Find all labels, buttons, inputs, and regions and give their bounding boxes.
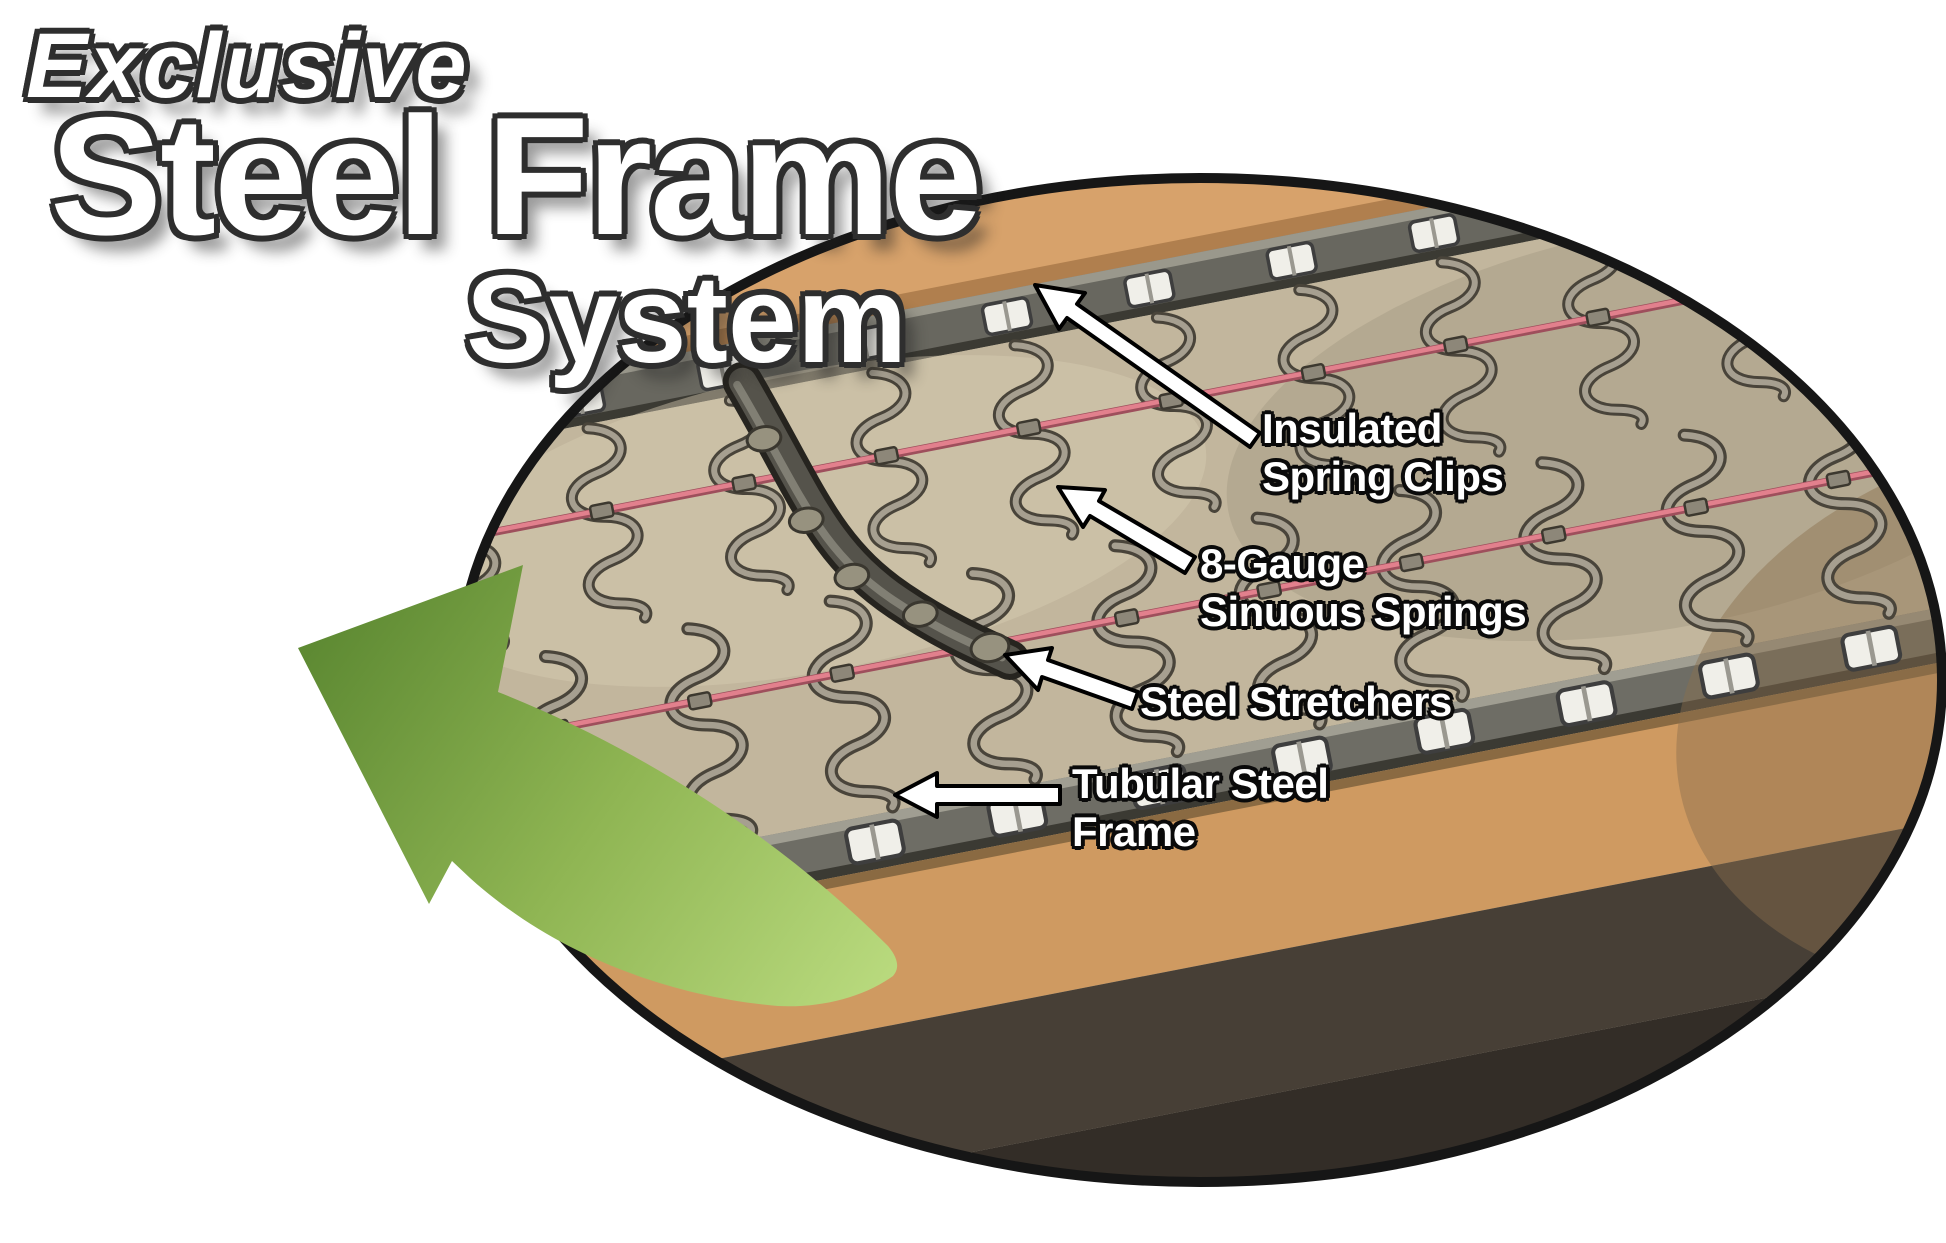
label-line: Frame [1072,807,1196,855]
callout-arrow-spring-clips-icon [1033,283,1262,449]
label-line: Tubular Steel [1072,760,1329,807]
label-tubular-steel-frame: Tubular Steel Frame [1072,760,1329,856]
label-steel-stretchers: Steel Stretchers [1140,678,1452,726]
callout-arrow-tubular-frame-icon [893,771,1062,819]
label-insulated-spring-clips: Insulated Spring Clips [1262,405,1504,501]
label-sinuous-springs: 8-Gauge Sinuous Springs [1200,540,1527,636]
label-line: Spring Clips [1262,452,1504,500]
callout-arrow-sinuous-springs-icon [1056,485,1197,575]
wood-shade [1676,428,1942,1000]
photo-ellipse [453,173,1946,1187]
label-line: 8-Gauge [1200,540,1365,587]
green-curved-arrow-icon [298,565,898,1007]
label-line: Steel Stretchers [1140,678,1452,725]
steel-stretcher [722,361,1030,680]
callout-arrow-steel-stretchers-icon [1003,646,1140,711]
spring-deck [458,178,1942,950]
label-line: Sinuous Springs [1200,587,1527,635]
label-line: Insulated [1262,405,1442,452]
